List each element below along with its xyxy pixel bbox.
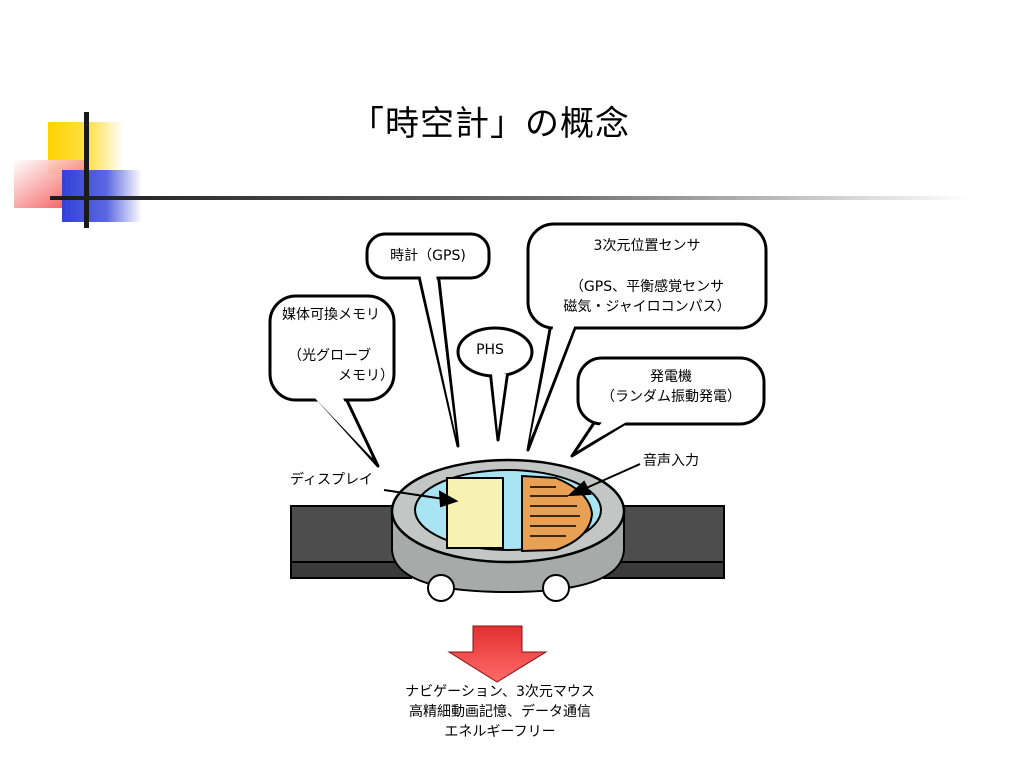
result-line3: エネルギーフリー: [360, 722, 640, 742]
result-line2: 高精細動画記憶、データ通信: [360, 702, 640, 722]
slide-title: 「時空計」の概念: [320, 100, 660, 148]
result-line1: ナビゲーション、3次元マウス: [360, 682, 640, 702]
bubble-generator-line1: 発電機: [585, 367, 757, 387]
watch-button-left: [428, 575, 454, 601]
result-arrow: [449, 626, 546, 682]
vertical-bar: [84, 112, 89, 228]
bubble-sensor-line1: 3次元位置センサ: [538, 236, 756, 256]
voice-input-label: 音声入力: [643, 451, 699, 471]
watch-button-right: [543, 575, 569, 601]
bubble-media-line1: 媒体可換メモリ: [282, 305, 380, 325]
bubble-sensor-line3: 磁気・ジャイロコンパス）: [538, 297, 756, 317]
bubble-clock-text: 時計（GPS): [372, 246, 484, 266]
bubble-media-line2: （光グローブ: [288, 346, 371, 366]
bubble-sensor-line2: （GPS、平衡感覚センサ: [538, 277, 756, 297]
bubble-generator-line2: （ランダム振動発電）: [585, 387, 757, 407]
bubble-media-line3: メモリ）: [338, 366, 394, 386]
title-underline: [50, 196, 970, 200]
bubble-phs-text: PHS: [463, 340, 517, 360]
display-panel: [447, 478, 503, 548]
display-label: ディスプレイ: [290, 470, 373, 490]
